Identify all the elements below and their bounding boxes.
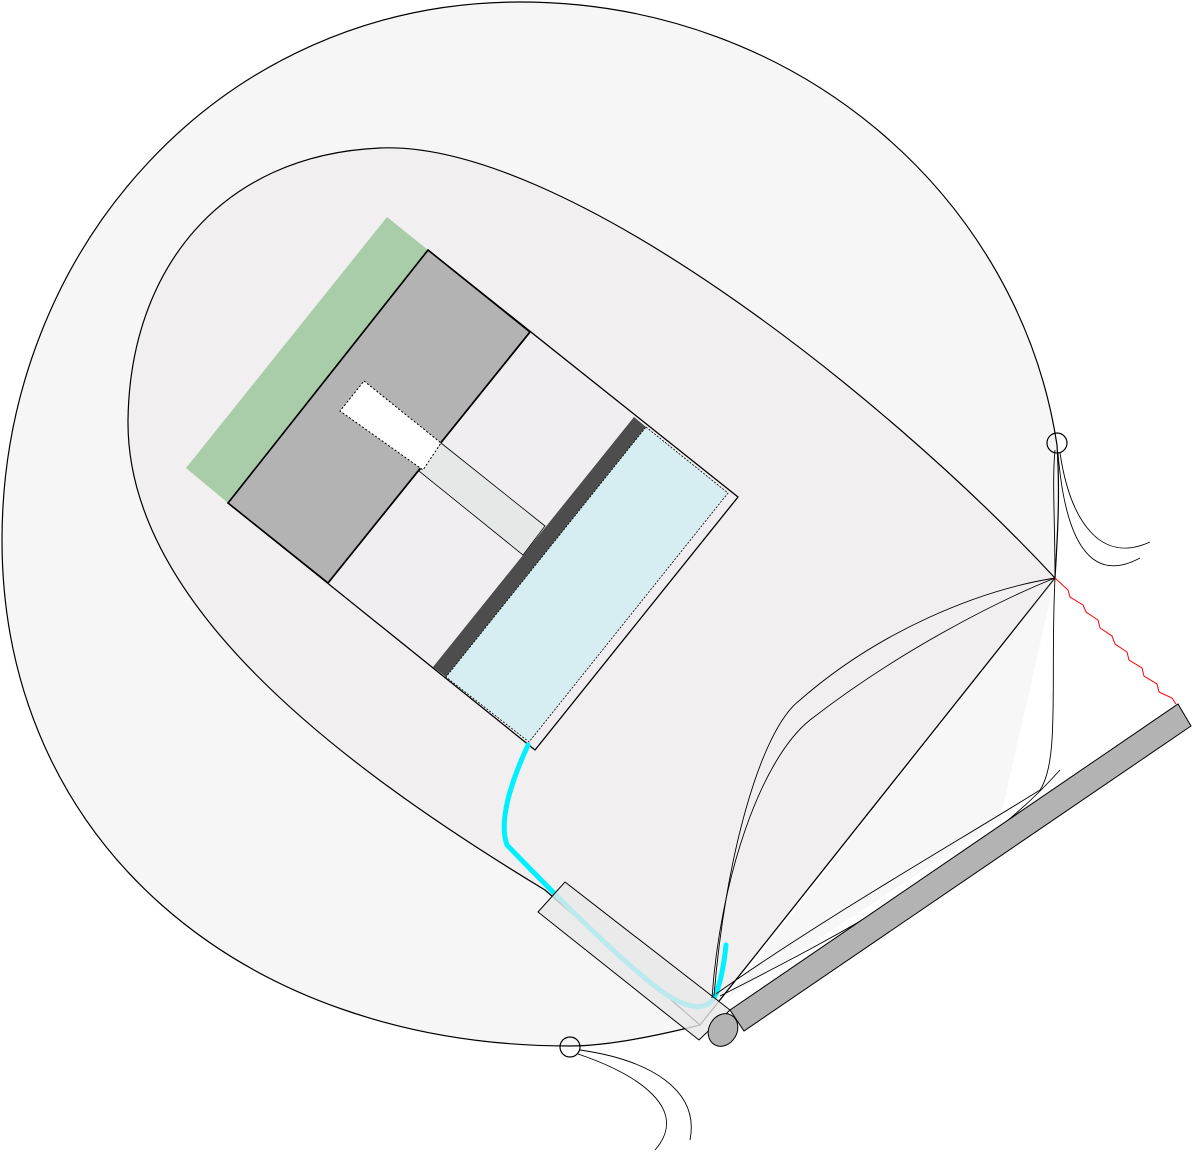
blue-pool — [445, 426, 729, 743]
white-slot — [339, 380, 442, 471]
lower-anchor — [559, 1036, 692, 1151]
dark-wall — [433, 417, 646, 677]
rigging-lines — [711, 449, 1061, 999]
upper-anchor — [1046, 432, 1151, 567]
light-wedge — [725, 578, 1055, 1000]
upper-anchor-ring — [1046, 432, 1068, 454]
guide-bar — [729, 703, 1192, 1032]
roller — [707, 1013, 739, 1047]
cable-tray — [537, 881, 731, 1041]
lower-anchor-ring — [559, 1036, 581, 1058]
red-line — [1054, 577, 1177, 705]
room-group — [186, 217, 739, 751]
green-strip-edge — [227, 249, 429, 504]
green-strip — [186, 217, 428, 503]
